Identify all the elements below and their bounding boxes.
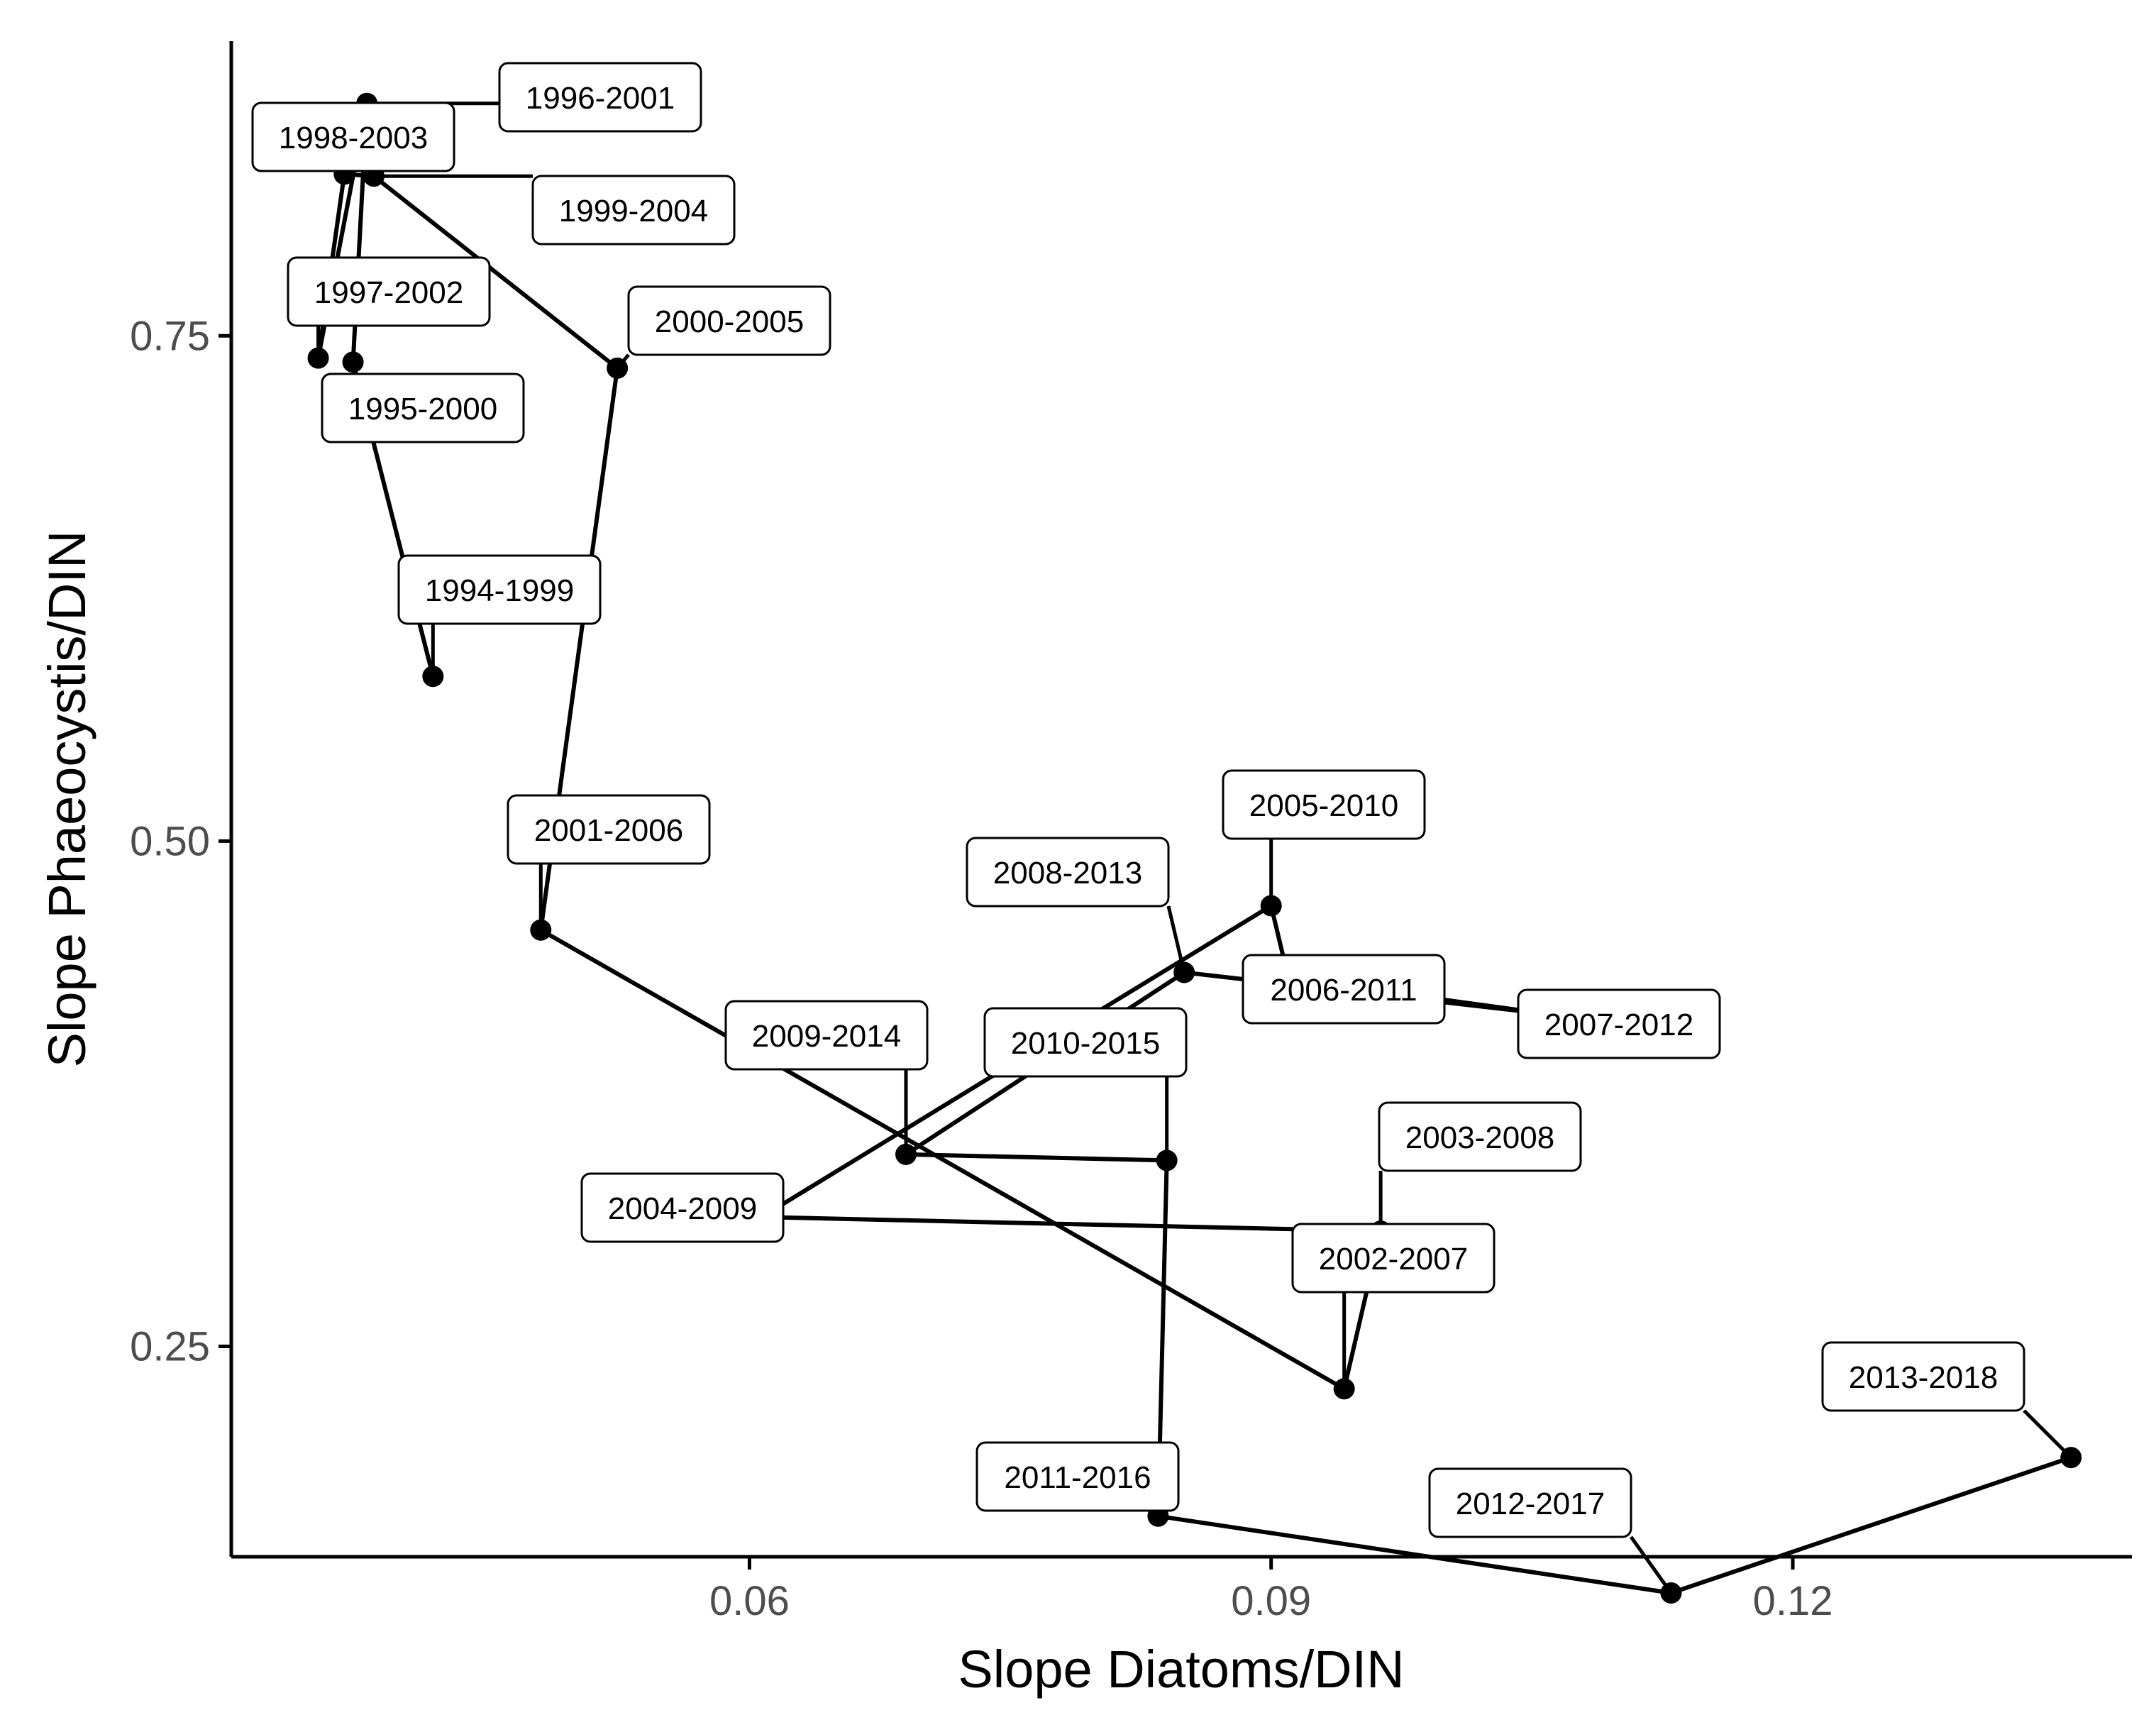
label-box [498,62,702,133]
point-label-2010-2015: 2010-2015 [983,1007,1188,1078]
point-label-2003-2008: 2003-2008 [1378,1101,1582,1172]
label-box [1242,954,1446,1025]
x-axis-title: Slope Diatoms/DIN [958,1640,1404,1699]
label-text: 1995-2000 [348,392,497,426]
y-axis-title: Slope Phaeocystis/DIN [38,531,96,1068]
label-box [251,101,455,172]
data-point-2001-2006 [530,919,552,941]
label-box [1821,1341,2025,1412]
x-tick-label: 0.12 [1753,1578,1833,1624]
y-tick-label: 0.25 [130,1323,210,1369]
label-leader-2012-2017 [1629,1535,1673,1594]
label-text: 2002-2007 [1319,1242,1468,1276]
point-label-2009-2014: 2009-2014 [724,1000,929,1071]
point-label-1999-2004: 1999-2004 [531,175,736,246]
label-box [507,794,711,865]
point-labels: 1994-1999 1995-2000 1996-2001 1997-2002 1998… [251,62,2025,1538]
data-point-2005-2010 [1260,895,1282,917]
label-box [1428,1467,1632,1538]
point-label-2012-2017: 2012-2017 [1428,1467,1632,1538]
label-text: 2010-2015 [1011,1026,1160,1061]
data-point-2010-2015 [1156,1149,1178,1171]
label-text: 2003-2008 [1405,1120,1554,1155]
y-axis-ticks: 0.25 0.50 0.75 [130,313,231,1369]
point-label-1995-2000: 1995-2000 [321,373,525,443]
data-point-2000-2005 [607,357,629,379]
label-text: 2013-2018 [1849,1360,1998,1395]
point-label-2001-2006: 2001-2006 [507,794,711,865]
point-label-1998-2003: 1998-2003 [251,101,455,172]
label-box [724,1000,929,1071]
label-box [1378,1101,1582,1172]
label-box [975,1441,1180,1512]
label-box [287,256,491,327]
series-path-line [316,101,2072,1595]
data-point-1994-1999 [422,666,444,688]
label-box [397,554,602,625]
point-label-1997-2002: 1997-2002 [287,256,491,327]
label-box [580,1172,785,1243]
data-point-2008-2013 [1173,961,1195,983]
data-point-1995-2000 [342,351,364,373]
label-text: 2011-2016 [1004,1460,1151,1495]
label-text: 1998-2003 [279,121,428,155]
connected-path [316,101,2072,1595]
label-box [531,175,736,246]
point-label-1994-1999: 1994-1999 [397,554,602,625]
point-label-1996-2001: 1996-2001 [498,62,702,133]
point-label-2008-2013: 2008-2013 [966,837,1170,908]
label-text: 2007-2012 [1544,1008,1693,1042]
label-box [1291,1223,1496,1294]
axes [229,41,2132,1559]
data-point-2013-2018 [2060,1447,2082,1469]
data-point-2009-2014 [895,1143,917,1165]
x-tick-label: 0.09 [1231,1578,1311,1624]
label-box [983,1007,1188,1078]
point-label-2007-2012: 2007-2012 [1517,988,1721,1059]
label-text: 1997-2002 [314,275,463,310]
label-box [1222,769,1426,840]
data-point-2002-2007 [1333,1378,1355,1400]
label-text: 1999-2004 [559,194,708,228]
point-label-2006-2011: 2006-2011 [1242,954,1446,1025]
point-label-2011-2016: 2011-2016 [975,1441,1180,1512]
label-text: 2012-2017 [1456,1487,1605,1521]
label-text: 2004-2009 [608,1191,757,1226]
y-tick-label: 0.50 [130,818,210,864]
label-box [1517,988,1721,1059]
label-text: 2000-2005 [655,304,804,339]
point-label-2005-2010: 2005-2010 [1222,769,1426,840]
x-axis-ticks: 0.06 0.09 0.12 [709,1557,1833,1624]
label-text: 2001-2006 [534,813,683,848]
data-point-2012-2017 [1660,1582,1682,1604]
label-text: 2005-2010 [1249,788,1398,823]
x-tick-label: 0.06 [709,1578,790,1624]
label-box [321,373,525,443]
label-box [627,285,831,356]
point-label-2004-2009: 2004-2009 [580,1172,785,1243]
point-label-2013-2018: 2013-2018 [1821,1341,2025,1412]
label-text: 2006-2011 [1270,973,1417,1008]
label-text: 1996-2001 [526,81,675,116]
label-leader-2013-2018 [2023,1409,2072,1459]
label-box [966,837,1170,908]
label-text: 1994-1999 [425,573,574,608]
data-point-1997-2002 [307,347,329,369]
point-label-2002-2007: 2002-2007 [1291,1223,1496,1294]
point-label-2000-2005: 2000-2005 [627,285,831,356]
y-tick-label: 0.75 [130,313,210,359]
label-text: 2008-2013 [993,856,1142,890]
label-text: 2009-2014 [752,1019,901,1054]
